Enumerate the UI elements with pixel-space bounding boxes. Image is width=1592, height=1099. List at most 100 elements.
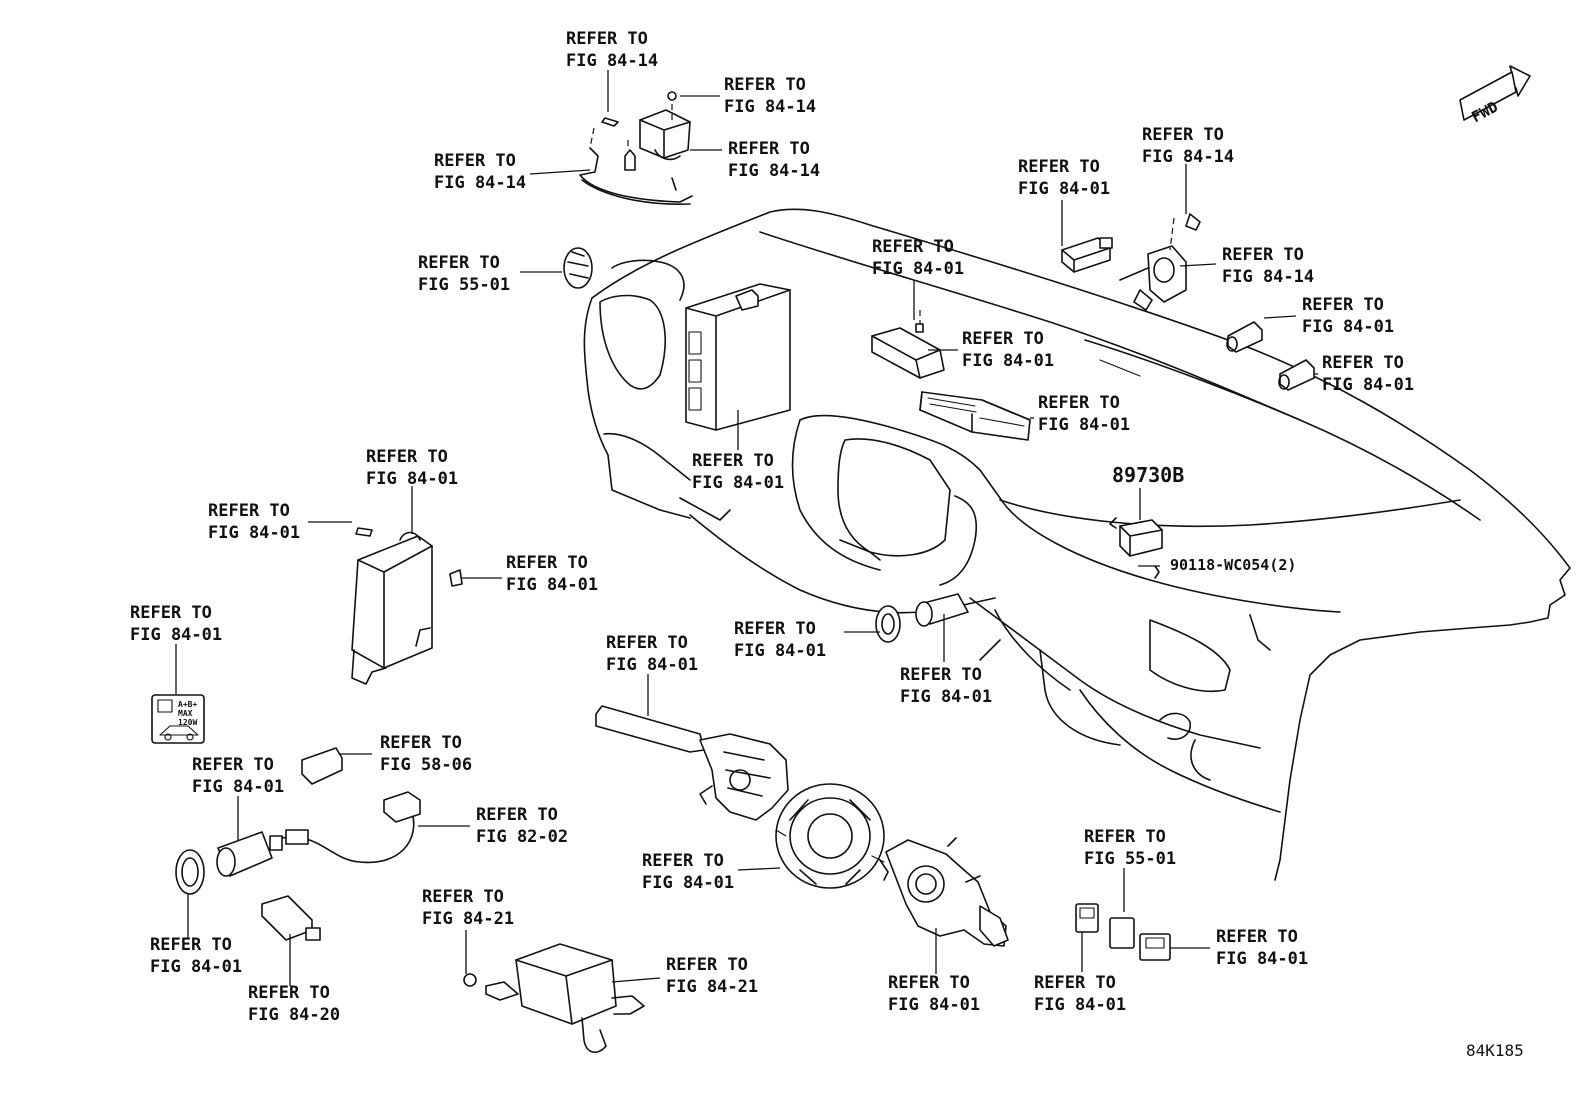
svg-text:REFER TO: REFER TO bbox=[130, 603, 212, 623]
figure-code: 84K185 bbox=[1466, 1041, 1524, 1060]
svg-text:REFER TO: REFER TO bbox=[1322, 353, 1404, 373]
svg-text:REFER TO: REFER TO bbox=[418, 253, 500, 273]
leader-lines bbox=[175, 70, 1318, 986]
svg-text:FIG 84-21: FIG 84-21 bbox=[422, 909, 514, 929]
part-number-89730b: 89730B bbox=[1112, 463, 1184, 487]
svg-text:REFER TO: REFER TO bbox=[1142, 125, 1224, 145]
svg-text:REFER TO: REFER TO bbox=[962, 329, 1044, 349]
bracket-89730b bbox=[1109, 517, 1163, 579]
svg-text:FIG 84-14: FIG 84-14 bbox=[1222, 267, 1314, 287]
svg-text:FIG 84-01: FIG 84-01 bbox=[506, 575, 598, 595]
svg-text:REFER TO: REFER TO bbox=[1302, 295, 1384, 315]
svg-text:REFER TO: REFER TO bbox=[1216, 927, 1298, 947]
svg-text:FIG 84-01: FIG 84-01 bbox=[1038, 415, 1130, 435]
airbag-sensor-module bbox=[463, 943, 645, 1053]
top-bracket-assembly bbox=[579, 91, 693, 206]
round-clip bbox=[563, 247, 593, 289]
left-control-module bbox=[351, 527, 463, 685]
svg-text:REFER TO: REFER TO bbox=[606, 633, 688, 653]
svg-text:REFER TO: REFER TO bbox=[1018, 157, 1100, 177]
svg-text:FIG 58-06: FIG 58-06 bbox=[380, 755, 472, 775]
svg-text:FIG 84-01: FIG 84-01 bbox=[1302, 317, 1394, 337]
temp-sensor-b bbox=[1278, 359, 1315, 391]
svg-text:REFER TO: REFER TO bbox=[506, 553, 588, 573]
svg-text:FIG 55-01: FIG 55-01 bbox=[418, 275, 510, 295]
svg-text:REFER TO: REFER TO bbox=[734, 619, 816, 639]
svg-text:REFER TO: REFER TO bbox=[666, 955, 748, 975]
hazard-switch-panel bbox=[919, 391, 1031, 441]
svg-text:REFER TO: REFER TO bbox=[208, 501, 290, 521]
svg-text:FIG 84-01: FIG 84-01 bbox=[1216, 949, 1308, 969]
switch-a bbox=[1075, 903, 1099, 933]
svg-text:REFER TO: REFER TO bbox=[192, 755, 274, 775]
svg-text:REFER TO: REFER TO bbox=[1034, 973, 1116, 993]
ecu-module bbox=[685, 283, 791, 431]
svg-text:FIG 84-14: FIG 84-14 bbox=[434, 173, 526, 193]
switch-c bbox=[1139, 933, 1171, 961]
svg-text:REFER TO: REFER TO bbox=[1084, 827, 1166, 847]
svg-text:MAX: MAX bbox=[178, 709, 193, 718]
svg-text:REFER TO: REFER TO bbox=[900, 665, 982, 685]
svg-text:FIG 84-01: FIG 84-01 bbox=[366, 469, 458, 489]
svg-text:REFER TO: REFER TO bbox=[366, 447, 448, 467]
svg-text:REFER TO: REFER TO bbox=[380, 733, 462, 753]
svg-text:REFER TO: REFER TO bbox=[248, 983, 330, 1003]
svg-text:FIG 84-14: FIG 84-14 bbox=[1142, 147, 1234, 167]
power-outlet-socket bbox=[175, 791, 421, 895]
svg-text:120W: 120W bbox=[178, 718, 197, 727]
socket-cap bbox=[301, 747, 343, 785]
svg-text:FIG 84-20: FIG 84-20 bbox=[248, 1005, 340, 1025]
svg-text:FIG 84-01: FIG 84-01 bbox=[888, 995, 980, 1015]
fwd-direction-badge: FWD bbox=[1459, 65, 1531, 126]
svg-text:REFER TO: REFER TO bbox=[724, 75, 806, 95]
svg-text:REFER TO: REFER TO bbox=[566, 29, 648, 49]
power-socket-label: A+B+ MAX 120W bbox=[151, 694, 205, 744]
svg-text:FIG 84-21: FIG 84-21 bbox=[666, 977, 758, 997]
center-sensor bbox=[871, 310, 945, 379]
spiral-cable-clock-spring bbox=[775, 783, 885, 889]
svg-text:FIG 84-01: FIG 84-01 bbox=[642, 873, 734, 893]
svg-text:FIG 84-01: FIG 84-01 bbox=[734, 641, 826, 661]
svg-text:FIG 84-01: FIG 84-01 bbox=[1018, 179, 1110, 199]
svg-text:REFER TO: REFER TO bbox=[872, 237, 954, 257]
svg-text:FIG 84-01: FIG 84-01 bbox=[962, 351, 1054, 371]
switch-b bbox=[1109, 917, 1135, 949]
stop-lamp-sensor-assembly bbox=[1119, 213, 1201, 311]
svg-text:REFER TO: REFER TO bbox=[692, 451, 774, 471]
svg-text:FIG 84-14: FIG 84-14 bbox=[566, 51, 658, 71]
temp-sensor-a bbox=[1226, 321, 1263, 353]
svg-text:REFER TO: REFER TO bbox=[1038, 393, 1120, 413]
svg-text:REFER TO: REFER TO bbox=[728, 139, 810, 159]
svg-text:REFER TO: REFER TO bbox=[150, 935, 232, 955]
usb-port bbox=[261, 895, 321, 941]
screw-part-number: 90118-WC054(2) bbox=[1170, 556, 1296, 574]
svg-text:FIG 84-14: FIG 84-14 bbox=[724, 97, 816, 117]
